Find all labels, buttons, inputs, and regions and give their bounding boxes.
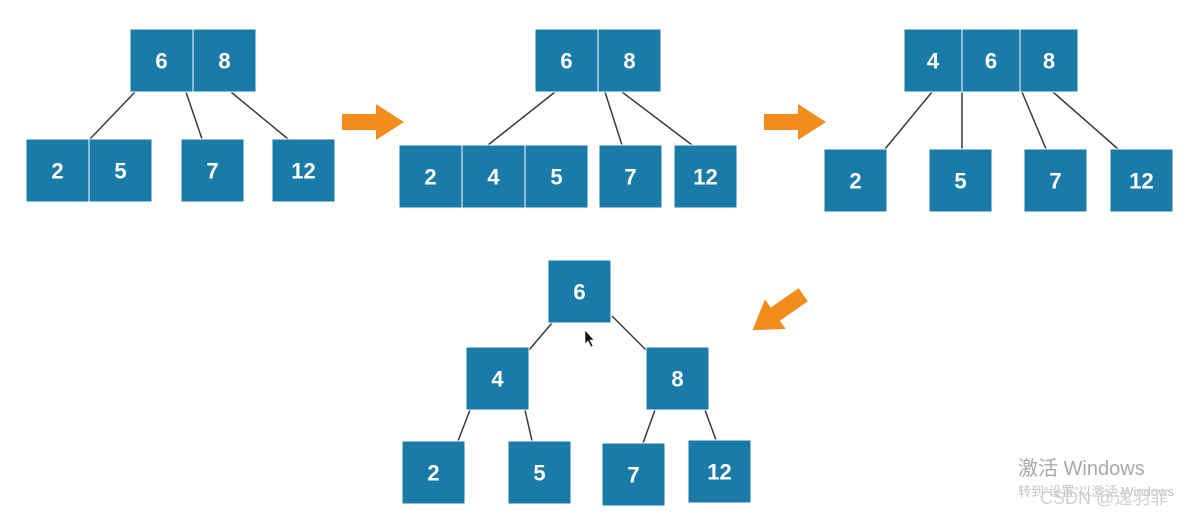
tree-edge (884, 91, 933, 150)
step4-leaf-1: 2 (401, 440, 466, 505)
key-cell (645, 346, 710, 411)
tree-edge (528, 322, 553, 351)
tree-edge (704, 409, 717, 441)
step2-leaf-left: 2 4 5 (398, 144, 589, 209)
key-cell (1019, 28, 1079, 93)
step4-internal-right: 8 (645, 346, 710, 411)
step3-leaf-4: 12 (1109, 148, 1174, 213)
key-label: 6 (573, 280, 585, 305)
key-label: 12 (291, 159, 315, 184)
key-label: 12 (707, 460, 731, 485)
key-label: 2 (51, 159, 63, 184)
key-label: 6 (560, 49, 572, 74)
key-cell (598, 144, 663, 209)
key-cell (597, 28, 662, 93)
step3-leaf-3: 7 (1023, 148, 1088, 213)
key-label: 4 (487, 165, 500, 190)
key-label: 5 (550, 165, 562, 190)
key-cell (928, 148, 993, 213)
tree-edge (1052, 91, 1119, 150)
key-label: 8 (218, 49, 230, 74)
key-label: 6 (155, 49, 167, 74)
tree-edge (230, 91, 289, 140)
tree-edge (621, 91, 693, 146)
key-cell (823, 148, 888, 213)
key-cell (1023, 148, 1088, 213)
key-label: 5 (954, 169, 966, 194)
key-label: 2 (849, 169, 861, 194)
key-label: 5 (114, 159, 126, 184)
key-cell (461, 144, 526, 209)
windows-activation-hint: 转到“设置”以激活 Windows (1018, 484, 1175, 499)
key-cell (192, 28, 257, 93)
step3-leaf-2: 5 (928, 148, 993, 213)
key-cell (673, 144, 738, 209)
step4-internal-left: 4 (465, 346, 530, 411)
step4-leaf-4: 12 (687, 439, 752, 504)
tree-edge (604, 91, 623, 146)
key-cell (401, 440, 466, 505)
tree-edge (185, 91, 203, 140)
key-label: 7 (206, 159, 218, 184)
step4-root-node: 6 (547, 259, 612, 324)
mouse-cursor-icon (584, 329, 595, 348)
tree-edge (1021, 91, 1047, 150)
key-cell (271, 138, 336, 203)
step2-leaf-right: 12 (673, 144, 738, 209)
key-cell (25, 138, 90, 203)
key-cell (507, 440, 572, 505)
key-label: 5 (533, 461, 545, 486)
key-cell (601, 442, 666, 507)
tree-edge (611, 315, 647, 351)
step1-leaf-middle: 7 (180, 138, 245, 203)
step1-leaf-right: 12 (271, 138, 336, 203)
key-cell (903, 28, 963, 93)
step4-leaf-2: 5 (507, 440, 572, 505)
key-label: 8 (1043, 49, 1055, 74)
key-label: 8 (671, 367, 683, 392)
key-label: 7 (627, 463, 639, 488)
key-cell (180, 138, 245, 203)
key-cell (961, 28, 1021, 93)
key-label: 2 (427, 461, 439, 486)
key-cell (88, 138, 153, 203)
key-label: 4 (927, 49, 940, 74)
windows-activation-watermark: 激活 Windows (1018, 458, 1145, 480)
key-label: 7 (1049, 169, 1061, 194)
key-cell (1109, 148, 1174, 213)
key-label: 4 (491, 367, 504, 392)
key-cell (398, 144, 463, 209)
key-label: 2 (424, 165, 436, 190)
key-label: 6 (985, 49, 997, 74)
orange-arrow-icon (342, 104, 404, 140)
key-cell (687, 439, 752, 504)
orange-arrow-icon (764, 104, 826, 140)
tree-edge (524, 409, 533, 442)
key-label: 12 (1129, 169, 1153, 194)
tree-edge (457, 409, 471, 442)
step4-leaf-3: 7 (601, 442, 666, 507)
orange-arrow-icon (752, 288, 808, 331)
tree-edge (642, 409, 656, 444)
key-label: 7 (624, 165, 636, 190)
key-cell (465, 346, 530, 411)
key-label: 12 (693, 165, 717, 190)
step3-root-node: 4 6 8 (903, 28, 1079, 93)
step3-leaf-1: 2 (823, 148, 888, 213)
key-cell (524, 144, 589, 209)
csdn-watermark: CSDN @逸羽菲 (1040, 488, 1169, 508)
tree-edge (487, 91, 556, 146)
key-cell (547, 259, 612, 324)
key-label: 8 (623, 49, 635, 74)
tree-edge (89, 91, 136, 140)
step2-leaf-middle: 7 (598, 144, 663, 209)
